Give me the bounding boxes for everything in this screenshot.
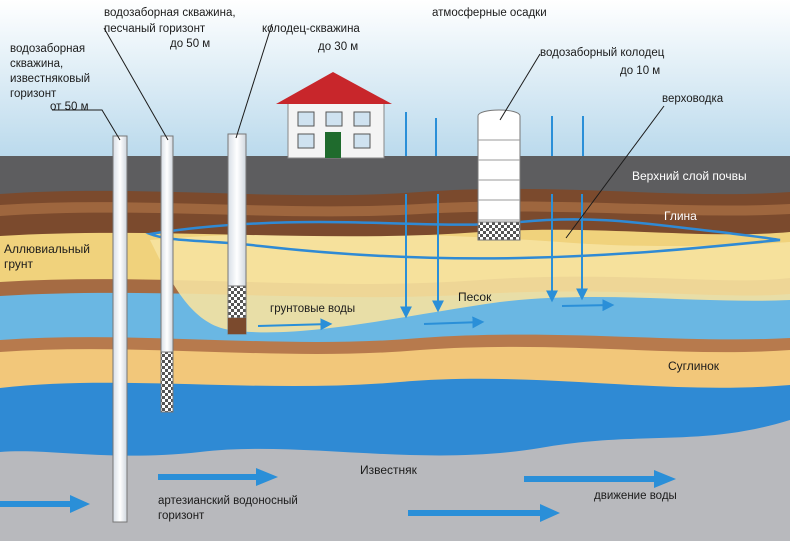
label-clay: Глина [664, 209, 697, 223]
label-topsoil: Верхний слой почвы [632, 169, 747, 183]
groundwater-arrows [257, 299, 615, 331]
label-dug-well: водозаборный колодец до 10 м [540, 47, 665, 77]
label-water-movement: движение воды [594, 490, 677, 502]
sand-lens [150, 233, 790, 333]
svg-text:водозаборная скважина,: водозаборная скважина, [104, 7, 236, 19]
svg-text:грунт: грунт [4, 257, 34, 271]
svg-text:до 50 м: до 50 м [170, 38, 210, 50]
label-precipitation: атмосферные осадки [432, 7, 547, 19]
svg-text:до 30 м: до 30 м [318, 41, 358, 53]
infiltration-arrows [400, 194, 588, 319]
artesian-flow-arrows [0, 468, 676, 522]
dug-well [477, 109, 521, 241]
perched-water-line [145, 218, 781, 260]
svg-text:скважина,: скважина, [10, 58, 63, 70]
shaft-well-filter [227, 285, 247, 319]
svg-text:водозаборный колодец: водозаборный колодец [540, 47, 665, 59]
sand-well-filter [160, 351, 174, 413]
svg-text:горизонт: горизонт [10, 88, 57, 100]
svg-text:известняковый: известняковый [10, 73, 90, 85]
limestone-well-pipe [112, 135, 128, 523]
svg-text:колодец-скважина: колодец-скважина [262, 23, 360, 35]
artesian-water-layer [0, 376, 790, 456]
precipitation-lines [405, 112, 584, 156]
svg-text:водозаборная: водозаборная [10, 43, 85, 55]
label-limestone: Известняк [360, 463, 418, 477]
svg-text:до 10 м: до 10 м [620, 65, 660, 77]
loam-layer [0, 343, 790, 388]
svg-text:от 50 м: от 50 м [50, 101, 89, 113]
topsoil-layer [0, 156, 790, 196]
label-loam: Суглинок [668, 359, 720, 373]
house [276, 72, 392, 159]
svg-text:Аллювиальный: Аллювиальный [4, 242, 90, 256]
svg-text:артезианский водоносный: артезианский водоносный [158, 495, 298, 507]
svg-text:песчаный горизонт: песчаный горизонт [104, 23, 206, 35]
label-artesian: артезианский водоносный горизонт [158, 495, 298, 522]
label-alluvial: Аллювиальный грунт [4, 242, 90, 271]
label-sand: Песок [458, 290, 492, 304]
label-well-shaft: колодец-скважина до 30 м [262, 23, 360, 53]
sky [0, 0, 790, 160]
label-groundwater: грунтовые воды [270, 303, 355, 315]
label-well-limestone: водозаборная скважина, известняковый гор… [10, 43, 90, 113]
label-perched-water: верховодка [662, 93, 724, 105]
leader-lines [52, 23, 665, 239]
shaft-well-bottom [228, 318, 246, 334]
clay-highlight [0, 201, 790, 217]
label-well-sand: водозаборная скважина, песчаный горизонт… [104, 7, 236, 50]
svg-text:горизонт: горизонт [158, 510, 205, 522]
